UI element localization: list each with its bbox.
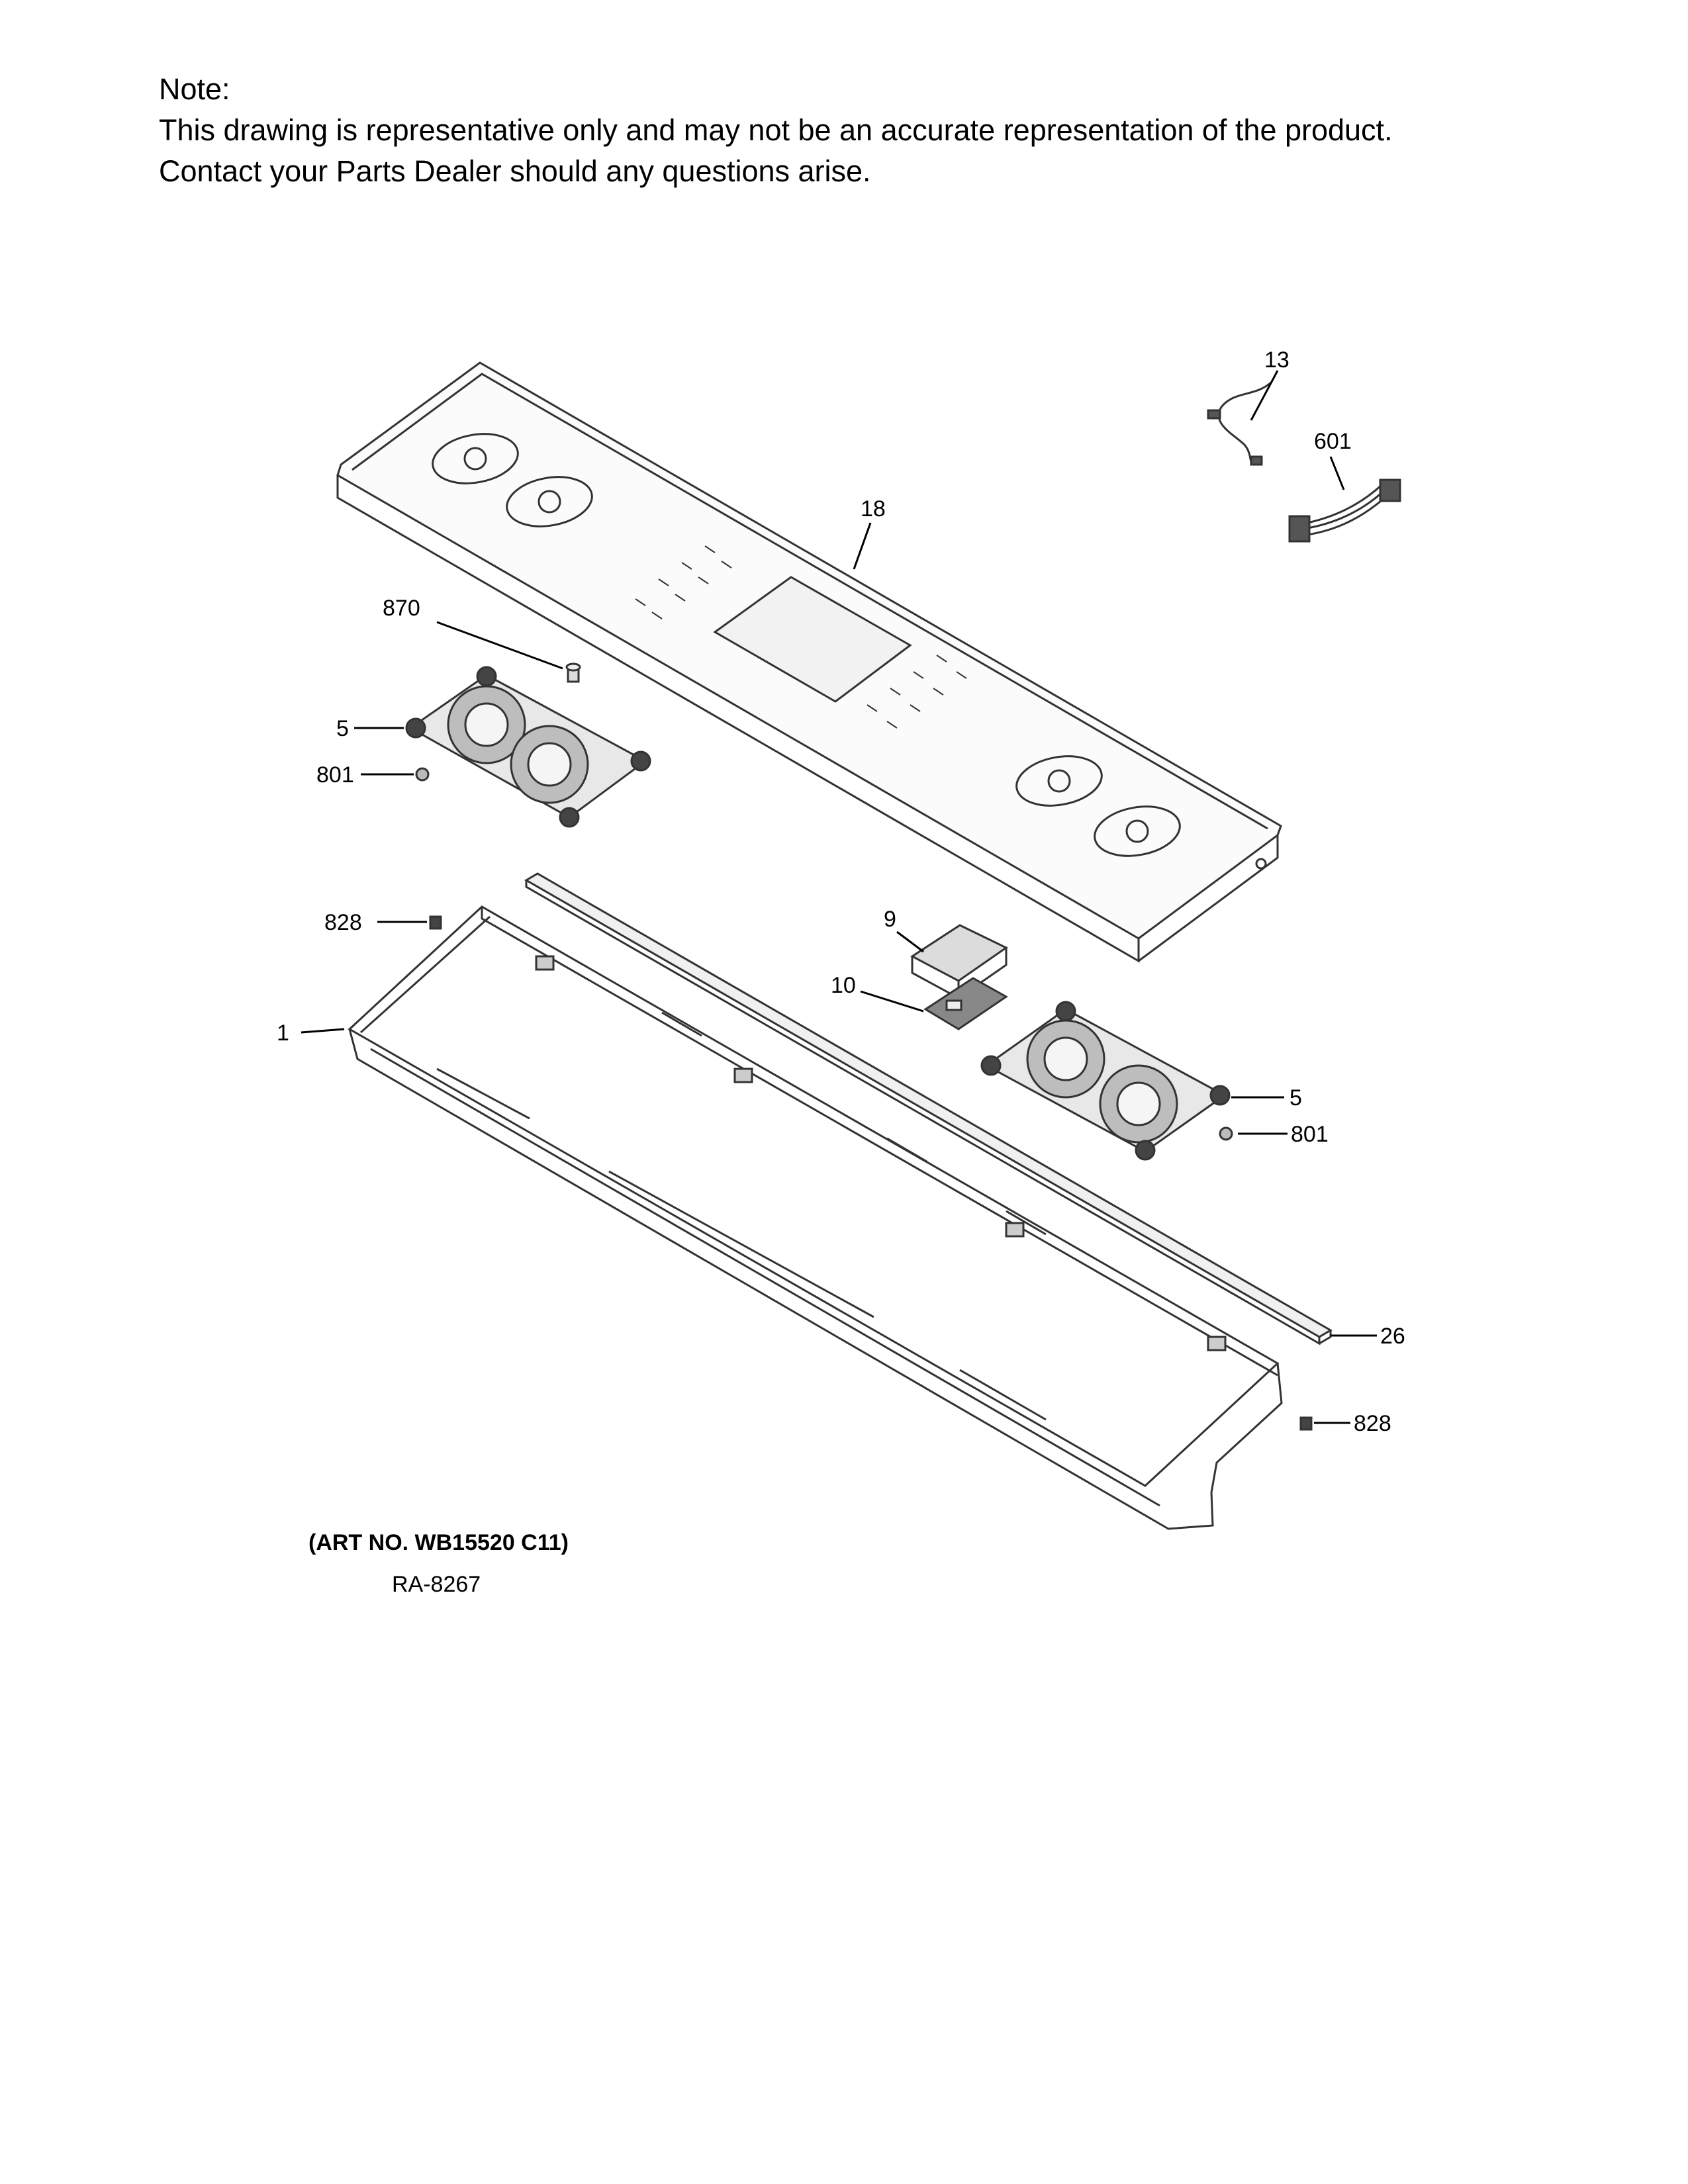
board-part-10 (923, 977, 1008, 1030)
callout-828-left: 828 (324, 910, 362, 935)
knob-housing-part-5-left (405, 666, 651, 828)
note-line-2: Contact your Parts Dealer should any que… (159, 154, 871, 188)
callout-801-left: 801 (316, 762, 354, 788)
art-number: (ART NO. WB15520 C11) (308, 1530, 569, 1555)
representation-note: Note: This drawing is representative onl… (159, 69, 1393, 192)
control-panel-part (336, 361, 1282, 963)
strip-part-26 (524, 872, 1333, 1345)
button-part-870 (565, 662, 581, 683)
knob-housing-part-5-right (980, 1001, 1231, 1161)
callout-5-left: 5 (336, 716, 349, 741)
wire-harness-part-601 (1288, 478, 1401, 543)
screw-part-801-left (415, 767, 430, 782)
callout-13: 13 (1264, 347, 1289, 373)
wire-harness-part-13 (1207, 381, 1272, 466)
ra-number: RA-8267 (392, 1572, 481, 1597)
callout-1: 1 (277, 1021, 289, 1046)
callout-870: 870 (383, 596, 420, 621)
callout-601: 601 (1314, 429, 1352, 454)
frame-part-1 (348, 905, 1283, 1530)
note-line-1: This drawing is representative only and … (159, 113, 1393, 147)
nut-part-828-left (429, 915, 442, 930)
screw-part-801-right (1219, 1126, 1233, 1141)
callout-801-right: 801 (1291, 1122, 1329, 1147)
leader-lines (301, 370, 1377, 1424)
callout-828-right: 828 (1354, 1411, 1391, 1436)
callout-26: 26 (1380, 1324, 1405, 1349)
nut-part-828-right (1299, 1416, 1313, 1431)
note-heading: Note: (159, 72, 230, 106)
callout-9: 9 (884, 907, 896, 932)
callout-10: 10 (831, 973, 856, 998)
callout-18: 18 (861, 496, 886, 522)
callout-5-right: 5 (1289, 1085, 1302, 1111)
